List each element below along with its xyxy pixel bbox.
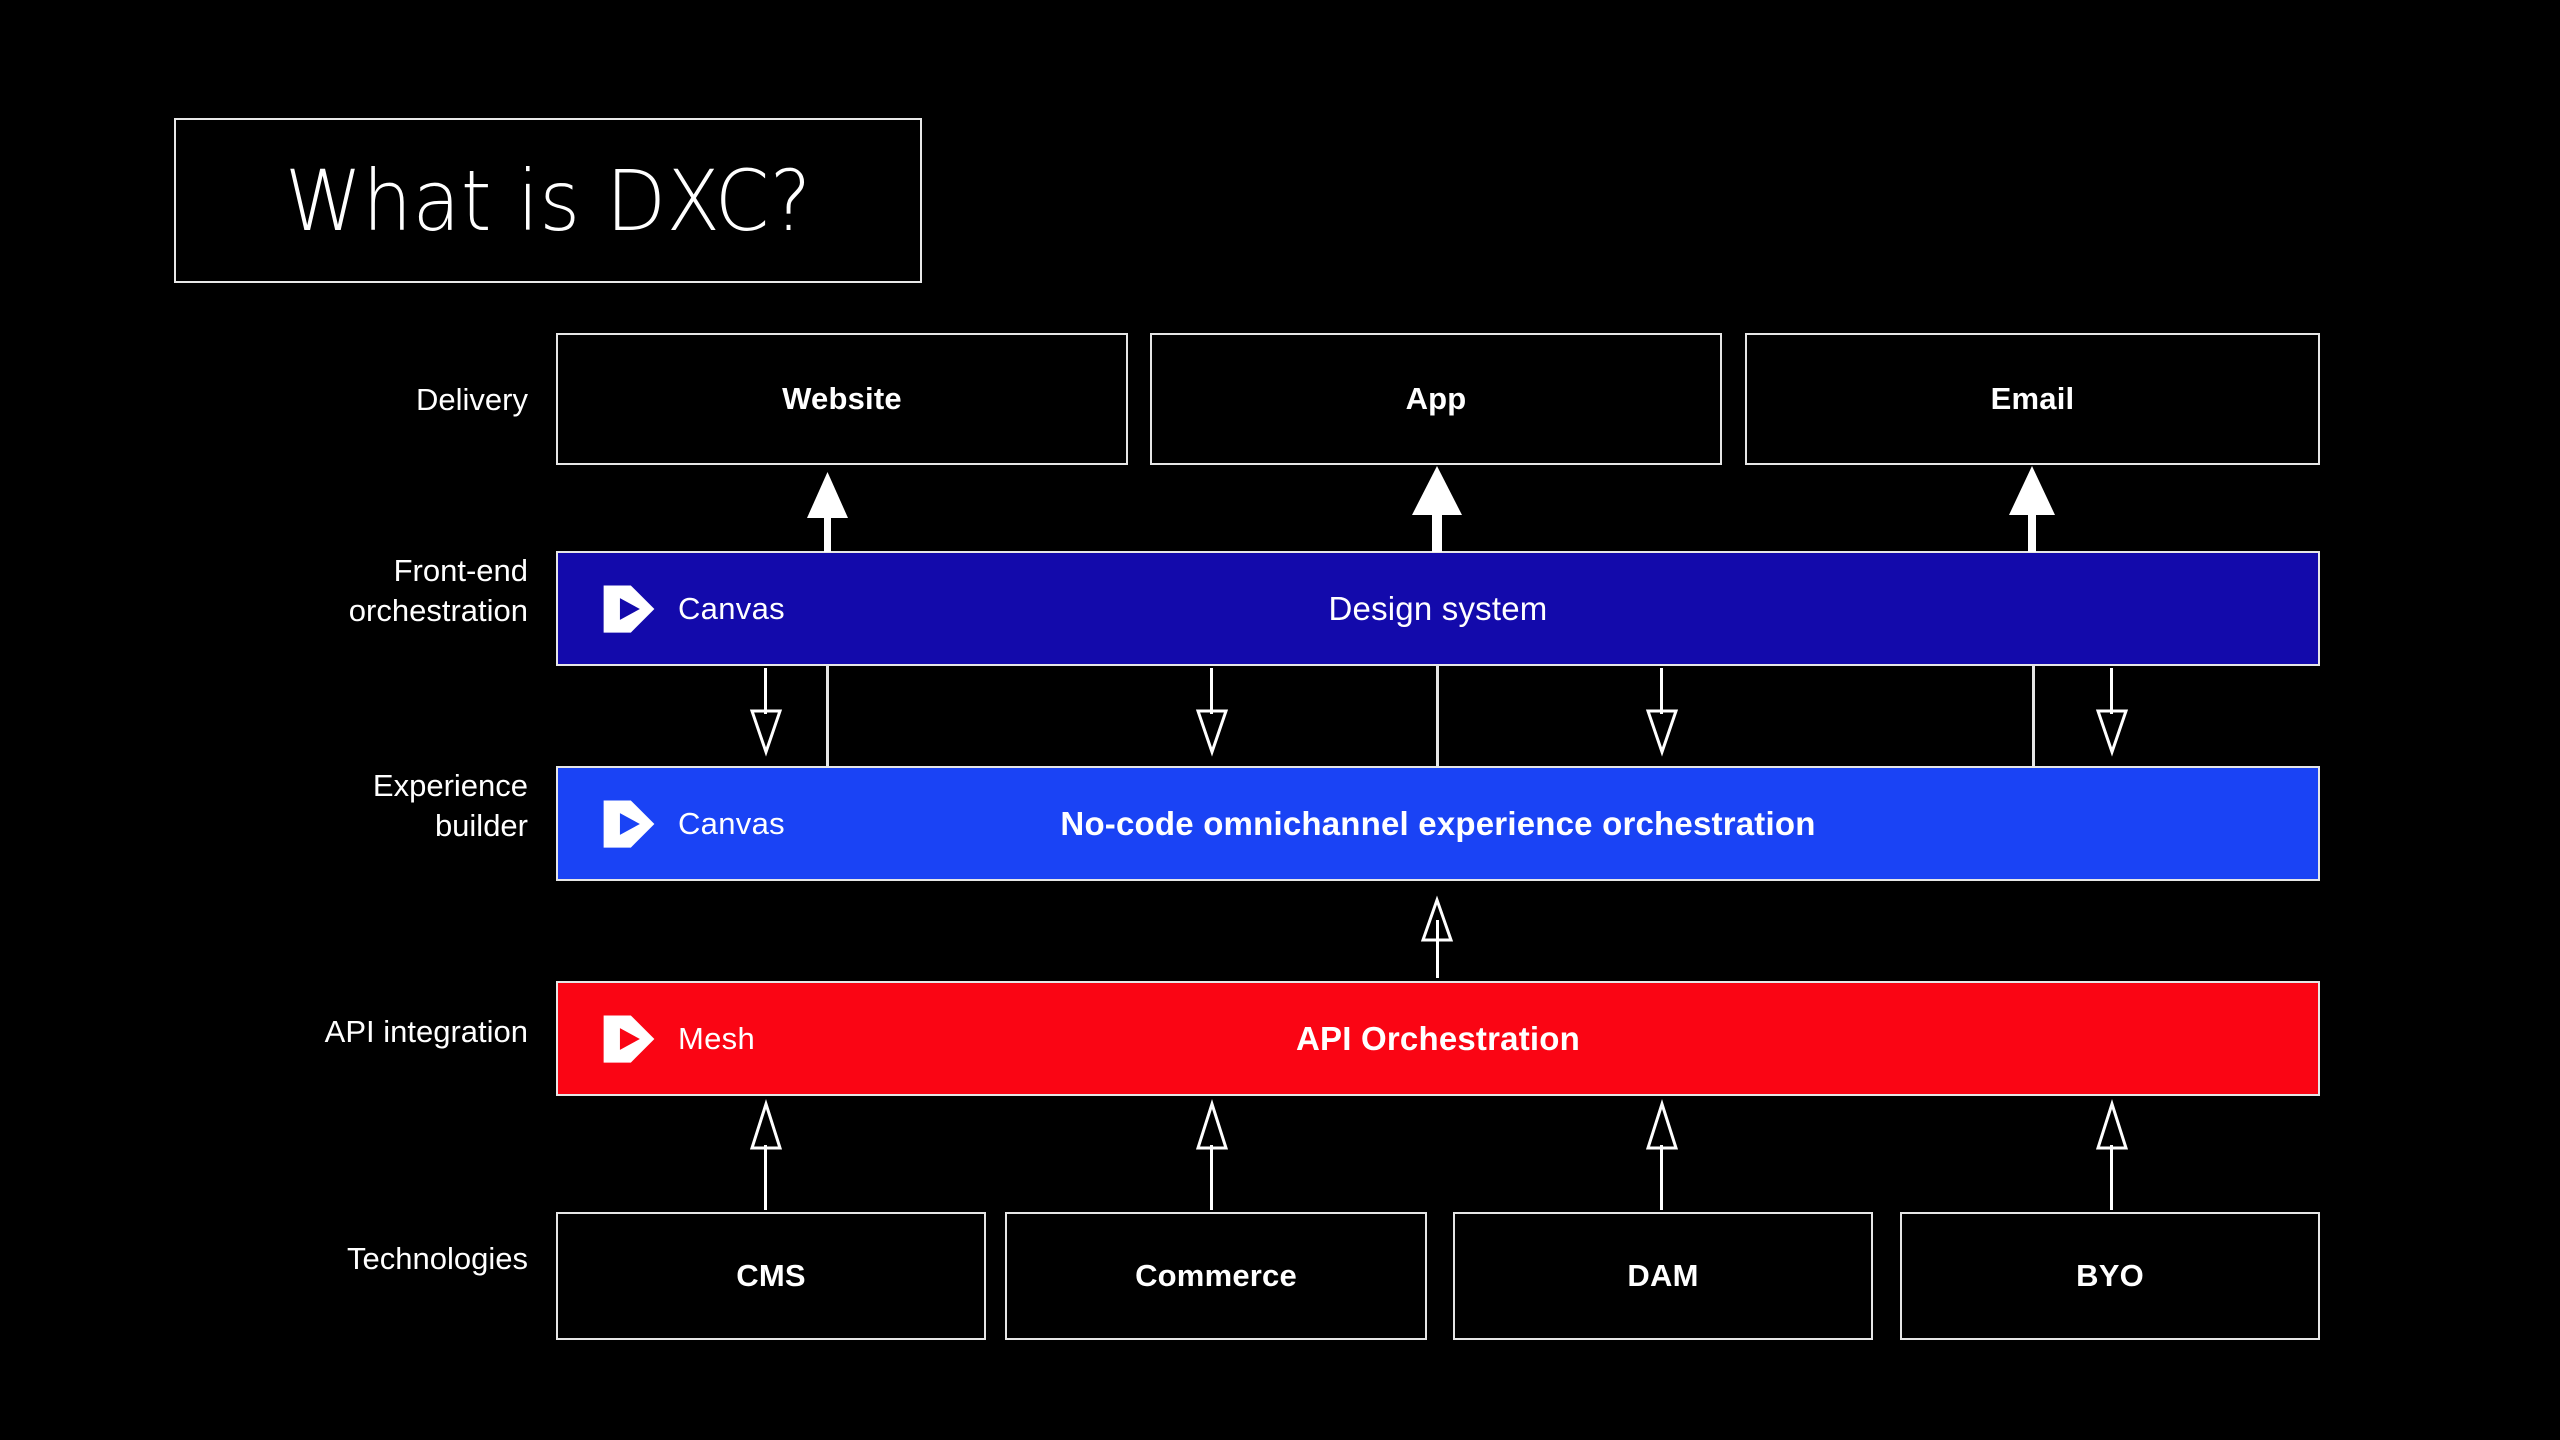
frontend-orchestration-bar[interactable]: Canvas Design system — [556, 551, 2320, 666]
row-label-tech: Technologies — [347, 1241, 528, 1276]
technology-label: CMS — [736, 1258, 806, 1293]
row-label-api: API integration — [324, 1014, 528, 1049]
technology-label: BYO — [2076, 1258, 2144, 1293]
technology-arrow-commerce — [1195, 1099, 1229, 1210]
row-label-frontend: Front-end orchestration — [348, 553, 528, 628]
api-brand: Mesh — [600, 1010, 755, 1068]
technology-arrow-cms — [749, 1099, 783, 1210]
row-label-delivery: Delivery — [416, 382, 528, 417]
frontend-brand: Canvas — [600, 580, 785, 638]
technology-box-dam[interactable]: DAM — [1453, 1212, 1873, 1340]
delivery-arrow-website — [807, 472, 848, 552]
frontend-bar-title: Design system — [1328, 589, 1548, 627]
canvas-play-hexagon-icon — [603, 584, 655, 633]
delivery-channel-label: App — [1405, 381, 1467, 416]
row-label-experience: Experience builder — [372, 768, 528, 843]
technology-box-cms[interactable]: CMS — [556, 1212, 986, 1340]
delivery-channel-email[interactable]: Email — [1745, 333, 2320, 465]
technology-label: Commerce — [1135, 1258, 1297, 1293]
frontend-to-experience-arrow-4 — [2095, 668, 2129, 757]
delivery-channel-app[interactable]: App — [1150, 333, 1722, 465]
experience-brand: Canvas — [600, 795, 785, 853]
technology-box-byo[interactable]: BYO — [1900, 1212, 2320, 1340]
gap-divider-lines — [826, 666, 2035, 766]
delivery-channel-label: Email — [1990, 381, 2075, 416]
mesh-play-hexagon-icon — [603, 1014, 655, 1063]
technology-arrow-byo — [2095, 1099, 2129, 1210]
frontend-to-experience-arrow-2 — [1195, 668, 1229, 757]
experience-bar-title: No-code omnichannel experience orchestra… — [1060, 804, 1816, 842]
api-to-experience-arrow — [1420, 895, 1454, 978]
api-bar-title: API Orchestration — [1296, 1019, 1580, 1057]
frontend-to-experience-arrow-3 — [1645, 668, 1679, 757]
slide-title: What is DXC? — [284, 151, 812, 250]
technology-box-commerce[interactable]: Commerce — [1005, 1212, 1427, 1340]
frontend-to-experience-arrow-1 — [749, 668, 783, 757]
api-orchestration-bar[interactable]: Mesh API Orchestration — [556, 981, 2320, 1096]
delivery-arrow-email — [2009, 466, 2055, 552]
frontend-product-name: Canvas — [678, 590, 785, 626]
delivery-channel-website[interactable]: Website — [556, 333, 1128, 465]
experience-product-name: Canvas — [678, 805, 785, 841]
delivery-channel-label: Website — [782, 381, 902, 416]
canvas-play-hexagon-icon — [603, 799, 655, 848]
slide-title-box: What is DXC? — [174, 118, 922, 283]
experience-builder-bar[interactable]: Canvas No-code omnichannel experience or… — [556, 766, 2320, 881]
api-product-name: Mesh — [678, 1020, 756, 1056]
technology-arrow-dam — [1645, 1099, 1679, 1210]
technology-label: DAM — [1627, 1258, 1699, 1293]
delivery-arrow-app — [1412, 466, 1462, 552]
